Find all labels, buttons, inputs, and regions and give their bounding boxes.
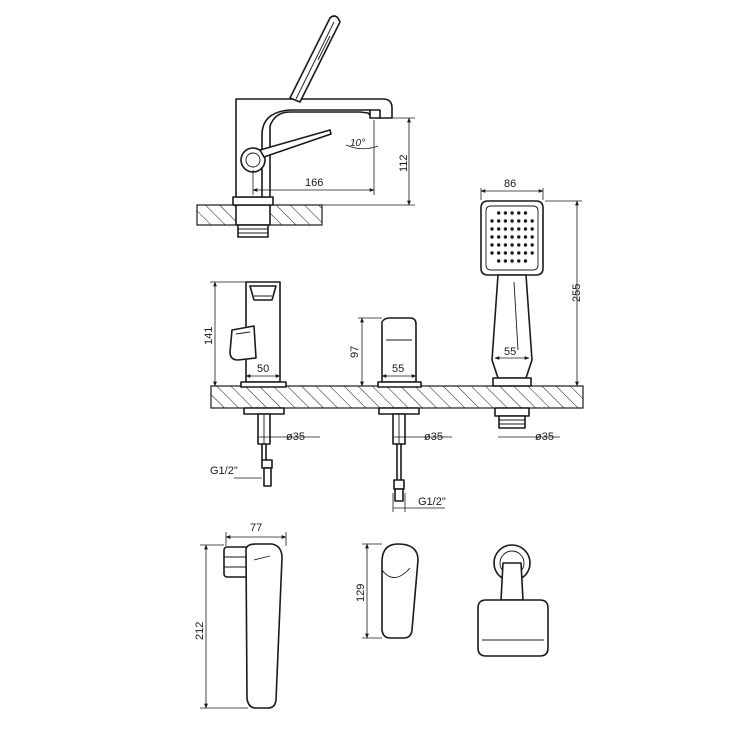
- nozzle-dot: [510, 251, 514, 255]
- nozzle-dot: [490, 243, 494, 247]
- dim-valve-thread: G1/2": [418, 496, 446, 508]
- shower-holder-under-deck: ø35: [494, 407, 560, 443]
- nozzle-dot: [503, 243, 508, 247]
- nozzle-dot: [510, 243, 514, 247]
- nozzle-dot: [530, 243, 534, 247]
- dim-mixer-hole: ø35: [286, 431, 305, 443]
- nozzle-grid: [490, 211, 534, 263]
- nozzle-dot: [497, 251, 501, 255]
- nozzle-dot: [530, 227, 534, 231]
- mixer-lever: [229, 325, 257, 361]
- dim-bottom-height-left: 212: [194, 622, 206, 640]
- nozzle-dot: [517, 227, 521, 231]
- nozzle-dot: [490, 219, 494, 223]
- nozzle-dot: [497, 211, 501, 215]
- nozzle-dot: [490, 235, 494, 239]
- mount-thread-top: [237, 224, 269, 238]
- dim-top-angle: 10°: [350, 138, 365, 149]
- dim-mixer-height: 141: [203, 327, 215, 345]
- dim-mixer-thread: G1/2": [210, 465, 238, 477]
- mixer-lever-top-view: [245, 543, 283, 709]
- dim-bottom-height-mid: 129: [355, 584, 367, 602]
- valve-handle: [381, 317, 417, 383]
- valve-front-view: 97 55 ø35 G1/2": [349, 317, 452, 512]
- dim-top-height: 112: [398, 154, 410, 172]
- dim-bottom-width: 77: [250, 522, 262, 534]
- nozzle-dot: [503, 259, 508, 263]
- mixer-front-view: 141 50 ø35 G1/2": [203, 281, 320, 487]
- nozzle-dot: [497, 243, 501, 247]
- handshower-top-view: [477, 544, 549, 657]
- nozzle-dot: [510, 211, 514, 215]
- nozzle-dot: [510, 259, 514, 263]
- nozzle-dot: [490, 227, 494, 231]
- nozzle-dot: [497, 227, 501, 231]
- nozzle-dot: [503, 251, 508, 255]
- nozzle-dot: [517, 251, 521, 255]
- dim-valve-height: 97: [349, 346, 361, 358]
- nozzle-dot: [530, 251, 534, 255]
- dim-shower-hole: ø35: [535, 431, 554, 443]
- nozzle-dot: [517, 235, 521, 239]
- valve-handle-top-view: [381, 543, 419, 639]
- nozzle-dot: [517, 243, 521, 247]
- handshower-top: [289, 15, 341, 103]
- nozzle-dot: [517, 259, 521, 263]
- nozzle-dot: [503, 235, 508, 239]
- lever-top: [259, 129, 332, 158]
- nozzle-dot: [497, 259, 501, 263]
- dim-shower-base: 55: [504, 346, 516, 358]
- handshower-base: [492, 377, 532, 387]
- nozzle-dot: [517, 211, 521, 215]
- nozzle-dot: [510, 227, 514, 231]
- dim-valve-base: 55: [392, 363, 404, 375]
- nozzle-dot: [523, 219, 528, 223]
- nozzle-dot: [523, 259, 528, 263]
- dim-valve-hole: ø35: [424, 431, 443, 443]
- nozzle-dot: [523, 211, 528, 215]
- nozzle-dot: [503, 219, 508, 223]
- nozzle-dot: [523, 235, 528, 239]
- nozzle-dot: [530, 219, 534, 223]
- valve-top-view: 129: [355, 543, 419, 639]
- deck-middle: [210, 385, 584, 409]
- nozzle-dot: [497, 235, 501, 239]
- base-plate-top: [232, 196, 274, 206]
- nozzle-dot: [530, 235, 534, 239]
- handshower-head-top-view: [477, 599, 549, 657]
- nozzle-dot: [523, 251, 528, 255]
- nozzle-dot: [503, 211, 508, 215]
- nozzle-dot: [497, 219, 501, 223]
- nozzle-dot: [490, 251, 494, 255]
- dim-shower-length: 255: [571, 284, 583, 302]
- dim-top-reach: 166: [305, 177, 323, 189]
- handshower-front-view: 86 255 55: [480, 178, 583, 387]
- nozzle-dot: [517, 219, 521, 223]
- nozzle-dot: [523, 227, 528, 231]
- spout-side-view: 10° 166 112: [196, 15, 415, 238]
- mixer-top-view: 77 212: [194, 522, 287, 709]
- nozzle-dot: [510, 235, 514, 239]
- mount-nut-top: [235, 204, 271, 226]
- handshower-handle: [491, 274, 533, 379]
- dim-mixer-base: 50: [257, 363, 269, 375]
- nozzle-dot: [503, 227, 508, 231]
- dim-shower-width: 86: [504, 178, 516, 190]
- deck-slab-middle: [210, 385, 584, 409]
- nozzle-dot: [523, 243, 528, 247]
- nozzle-dot: [510, 219, 514, 223]
